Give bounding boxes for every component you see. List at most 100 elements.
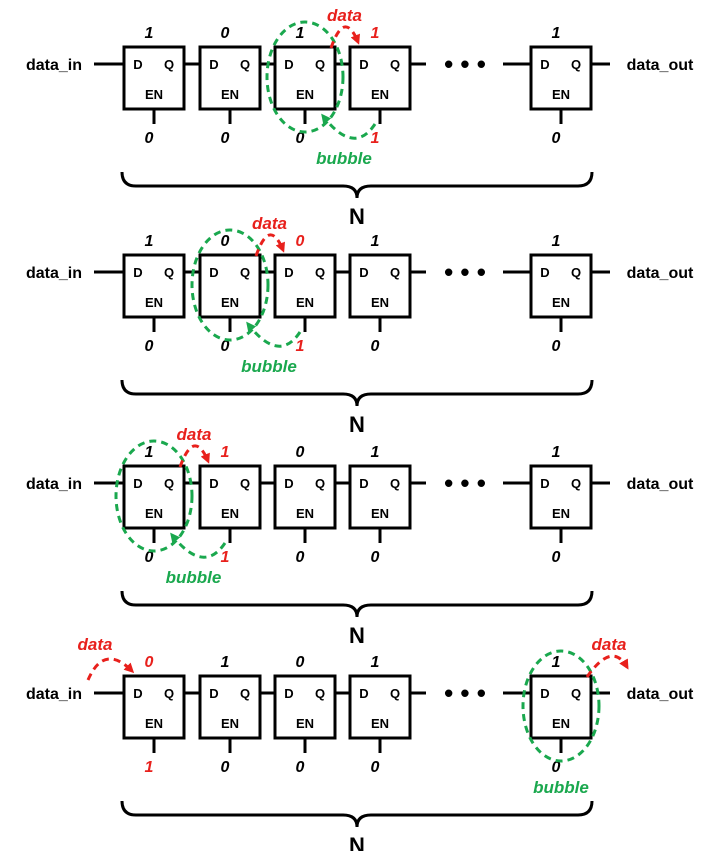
- bubble-outline: [265, 20, 345, 134]
- d-pin-label: D: [359, 476, 368, 491]
- en-pin-label: EN: [371, 295, 389, 310]
- data-out-arrow: [585, 654, 629, 678]
- stored-value: 1: [221, 444, 230, 461]
- data-arrow: [178, 444, 210, 468]
- enable-value: 0: [296, 549, 305, 566]
- q-pin-label: Q: [164, 57, 174, 72]
- ellipsis: • • •: [444, 468, 486, 498]
- data-out-label: data_out: [627, 57, 694, 74]
- q-pin-label: Q: [315, 265, 325, 280]
- en-pin-label: EN: [552, 506, 570, 521]
- data-label: data: [592, 635, 627, 654]
- bubble-arrow: [246, 321, 302, 348]
- bubble-arrow: [170, 532, 227, 559]
- data-label: data: [78, 635, 113, 654]
- d-pin-label: D: [359, 265, 368, 280]
- d-pin-label: D: [540, 57, 549, 72]
- enable-value: 0: [371, 759, 380, 776]
- stored-value: 1: [371, 654, 380, 671]
- flip-flop-box: [273, 464, 337, 530]
- en-pin-label: EN: [221, 295, 239, 310]
- stored-value: 1: [145, 25, 154, 42]
- enable-value: 0: [552, 130, 561, 147]
- data-label: data: [177, 425, 212, 444]
- bubble-outline: [521, 649, 601, 763]
- stored-value: 1: [145, 233, 154, 250]
- stored-value: 1: [371, 25, 380, 42]
- brace: [120, 800, 594, 828]
- d-pin-label: D: [284, 686, 293, 701]
- data-in-label: data_in: [26, 57, 82, 74]
- en-pin-label: EN: [145, 295, 163, 310]
- d-pin-label: D: [133, 265, 142, 280]
- enable-value: 1: [296, 338, 305, 355]
- d-pin-label: D: [209, 686, 218, 701]
- q-pin-label: Q: [315, 57, 325, 72]
- flip-flop-box: [348, 45, 412, 111]
- q-pin-label: Q: [240, 265, 250, 280]
- enable-value: 0: [552, 549, 561, 566]
- flip-flop-box: [348, 253, 412, 319]
- stored-value: 1: [552, 25, 561, 42]
- q-pin-label: Q: [240, 686, 250, 701]
- en-pin-label: EN: [552, 87, 570, 102]
- en-pin-label: EN: [371, 716, 389, 731]
- data-in-label: data_in: [26, 476, 82, 493]
- brace: [120, 171, 594, 199]
- flip-flop-box: [122, 464, 186, 530]
- enable-value: 1: [371, 130, 380, 147]
- q-pin-label: Q: [390, 57, 400, 72]
- ellipsis: • • •: [444, 257, 486, 287]
- n-label: N: [349, 833, 365, 851]
- q-pin-label: Q: [390, 265, 400, 280]
- bubble-arrow: [321, 113, 377, 140]
- stored-value: 1: [371, 444, 380, 461]
- en-pin-label: EN: [221, 506, 239, 521]
- n-label: N: [349, 204, 365, 229]
- en-pin-label: EN: [552, 716, 570, 731]
- q-pin-label: Q: [390, 686, 400, 701]
- ellipsis: • • •: [444, 678, 486, 708]
- stored-value: 0: [296, 233, 305, 250]
- d-pin-label: D: [540, 476, 549, 491]
- data-arrow: [86, 657, 135, 681]
- en-pin-label: EN: [145, 716, 163, 731]
- stored-value: 1: [552, 444, 561, 461]
- en-pin-label: EN: [371, 506, 389, 521]
- data-out-label: data_out: [627, 686, 694, 703]
- stored-value: 1: [296, 25, 305, 42]
- d-pin-label: D: [284, 476, 293, 491]
- flip-flop-box: [348, 674, 412, 740]
- en-pin-label: EN: [296, 87, 314, 102]
- stored-value: 1: [552, 233, 561, 250]
- stored-value: 0: [296, 444, 305, 461]
- enable-value: 0: [221, 130, 230, 147]
- stored-value: 0: [221, 25, 230, 42]
- q-pin-label: Q: [164, 686, 174, 701]
- q-pin-label: Q: [571, 686, 581, 701]
- en-pin-label: EN: [221, 87, 239, 102]
- d-pin-label: D: [284, 57, 293, 72]
- q-pin-label: Q: [240, 476, 250, 491]
- stored-value: 1: [552, 654, 561, 671]
- d-pin-label: D: [133, 476, 142, 491]
- flip-flop-box: [529, 45, 593, 111]
- d-pin-label: D: [284, 265, 293, 280]
- stored-value: 1: [371, 233, 380, 250]
- q-pin-label: Q: [315, 686, 325, 701]
- q-pin-label: Q: [315, 476, 325, 491]
- ellipsis: • • •: [444, 49, 486, 79]
- q-pin-label: Q: [571, 476, 581, 491]
- enable-value: 0: [296, 759, 305, 776]
- enable-value: 0: [552, 759, 561, 776]
